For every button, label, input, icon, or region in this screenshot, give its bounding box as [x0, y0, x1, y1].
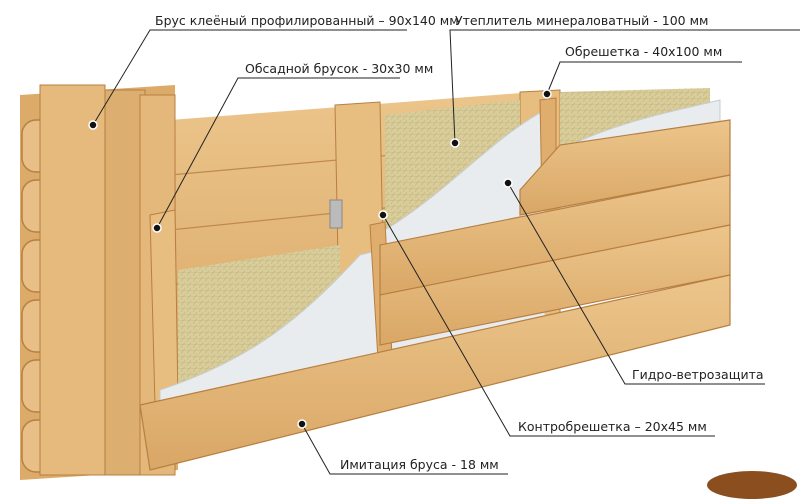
label-lathing: Обрешетка - 40х100 мм [565, 44, 723, 59]
leader-lines [92, 29, 800, 475]
label-beam-imitation: Имитация бруса - 18 мм [340, 457, 499, 472]
label-casing-bar: Обсадной брусок - 30х30 мм [245, 61, 434, 76]
callout-dots [88, 89, 552, 429]
label-glued-beam: Брус клеёный профилированный – 90х140 мм [155, 13, 459, 28]
label-insulation: Утеплитель минераловатный - 100 мм [455, 13, 709, 28]
label-membrane: Гидро-ветрозащита [632, 367, 764, 382]
beam-imitation-cladding [139, 119, 731, 471]
label-counter-lathing: Контробрешетка – 20х45 мм [518, 419, 707, 434]
brand-logo [707, 471, 797, 499]
